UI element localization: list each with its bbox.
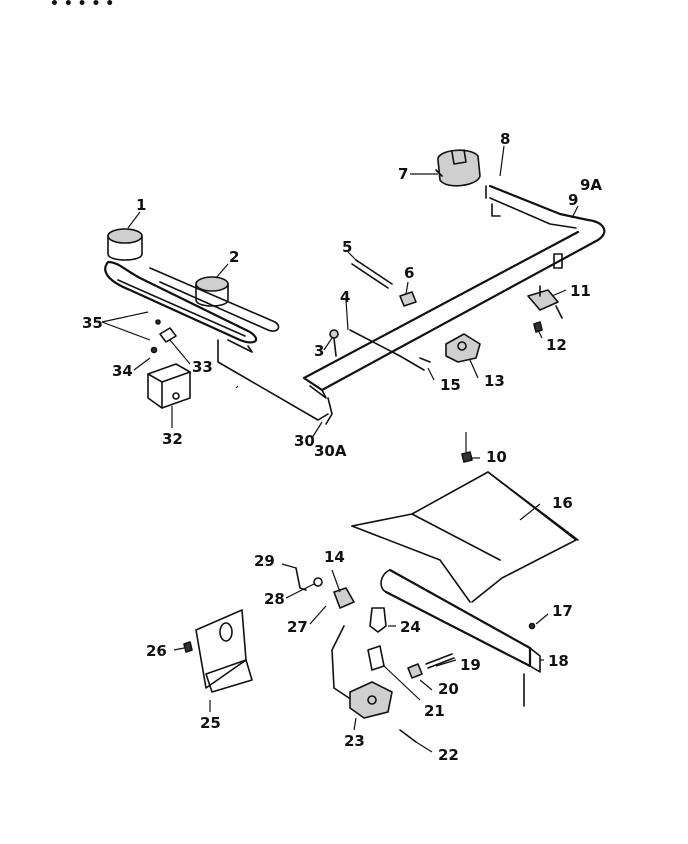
callout-14: 14: [324, 548, 345, 566]
ignitor-lead: [295, 567, 307, 591]
callout-32: 32: [162, 430, 183, 448]
burner-clip-icon: [461, 451, 473, 463]
screw-icon: [329, 329, 339, 357]
oven-valve-icon: [445, 333, 481, 363]
callout-4: 4: [340, 288, 350, 306]
callout-24: 24: [400, 618, 421, 636]
bracket-24-icon: [369, 607, 387, 633]
callout-28: 28: [264, 590, 285, 608]
callout-7: 7: [398, 165, 408, 183]
callout-13: 13: [484, 372, 505, 390]
top-edge-fragment: • • • • •: [50, 0, 114, 12]
screw-17-icon: [528, 622, 536, 630]
igniter-icon: [333, 587, 355, 609]
burner-cap-1-icon: [107, 228, 143, 261]
callout-33: 33: [192, 358, 213, 376]
callout-8: 8: [500, 130, 510, 148]
callout-20: 20: [438, 680, 459, 698]
callout-30: 30: [294, 432, 315, 450]
pilot-tube: [349, 329, 425, 371]
callout-1: 1: [136, 196, 146, 214]
callout-25: 25: [200, 714, 221, 732]
injector-rod: [351, 259, 393, 289]
screw-35-icon: [155, 319, 161, 325]
thermocouple: [217, 339, 333, 425]
rear-panel: [195, 609, 253, 693]
orifice-hood-icon: [425, 653, 455, 669]
screw-26-icon: [183, 641, 193, 653]
screw-22-icon: [399, 729, 417, 743]
valve-stem-icon: [533, 321, 543, 333]
callout-3: 3: [314, 342, 324, 360]
callout-29: 29: [254, 552, 275, 570]
callout-17: 17: [552, 602, 573, 620]
clamp-icon: [367, 645, 385, 671]
callout-9: 9: [568, 191, 578, 209]
orifice-icon: [399, 291, 417, 307]
orifice-spud-icon: [407, 663, 423, 679]
callout-5: 5: [342, 238, 352, 256]
callout-19: 19: [460, 656, 481, 674]
callout-2: 2: [229, 248, 239, 266]
heat-shield: [351, 471, 579, 603]
manifold-pipe: [302, 184, 606, 399]
burner-assembly: [104, 228, 280, 353]
callout-27: 27: [287, 618, 308, 636]
callout-15: 15: [440, 376, 461, 394]
oven-burner-tube: [380, 568, 541, 707]
callout-16: 16: [552, 494, 573, 512]
callout-22: 22: [438, 746, 459, 764]
safety-valve-icon: [349, 681, 393, 719]
mounting-bracket-icon: [147, 363, 191, 409]
gas-regulator-icon: [435, 149, 481, 187]
callout-9a: 9A: [580, 176, 602, 194]
callout-11: 11: [570, 282, 591, 300]
safety-valve-tube: [331, 625, 353, 701]
burner-valve-icon: [527, 285, 563, 319]
callout-35: 35: [82, 314, 103, 332]
callout-10: 10: [486, 448, 507, 466]
callout-12: 12: [546, 336, 567, 354]
callout-18: 18: [548, 652, 569, 670]
spark-electrode-icon: [159, 327, 177, 343]
nut-28-icon: [313, 577, 323, 587]
retainer-clip-icon: [150, 346, 158, 354]
callout-21: 21: [424, 702, 445, 720]
callout-26: 26: [146, 642, 167, 660]
callout-6: 6: [404, 264, 414, 282]
callout-30a: 30A: [314, 442, 347, 460]
tube-fitting: [419, 357, 431, 363]
callout-34: 34: [112, 362, 133, 380]
callout-23: 23: [344, 732, 365, 750]
burner-cap-2-icon: [195, 276, 229, 307]
